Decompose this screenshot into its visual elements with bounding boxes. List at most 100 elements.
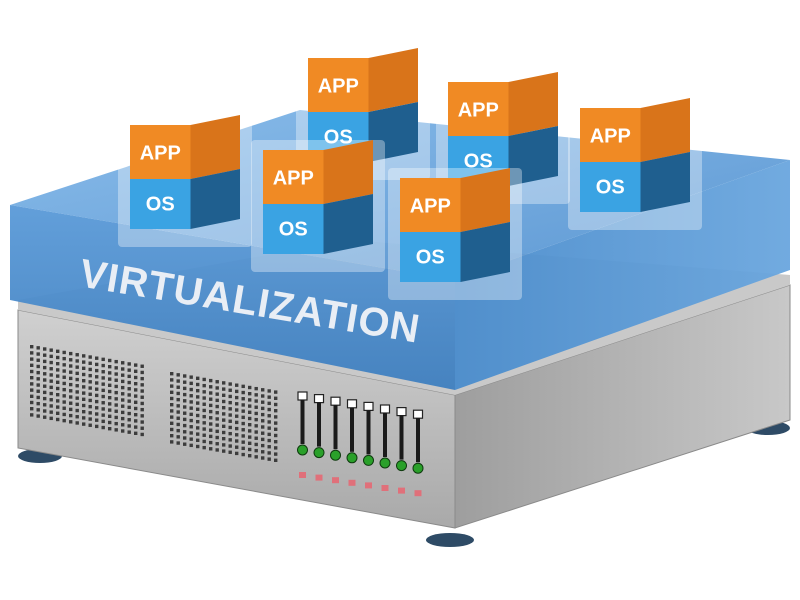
- vent-hole: [261, 431, 265, 435]
- vent-hole: [49, 354, 53, 359]
- vent-hole: [209, 391, 213, 395]
- vent-hole: [189, 387, 193, 392]
- app-layer: [580, 108, 641, 162]
- vent-hole: [241, 428, 245, 432]
- vent-hole: [241, 446, 245, 451]
- vent-hole: [170, 390, 174, 394]
- app-label: APP: [590, 125, 631, 147]
- vent-hole: [170, 403, 174, 407]
- vent-hole: [228, 388, 232, 392]
- vent-hole: [183, 411, 187, 415]
- vent-hole: [127, 424, 131, 428]
- vent-hole: [43, 396, 47, 401]
- vent-hole: [254, 411, 258, 416]
- status-led-red: [348, 479, 356, 486]
- vent-hole: [248, 385, 252, 390]
- vent-hole: [108, 383, 112, 387]
- vent-hole: [88, 361, 92, 365]
- vent-hole: [114, 415, 118, 420]
- vent-hole: [49, 391, 53, 396]
- vent-hole: [88, 373, 92, 378]
- vent-hole: [248, 447, 252, 452]
- vent-hole: [228, 450, 232, 454]
- vent-hole: [69, 395, 73, 399]
- vent-hole: [127, 418, 131, 422]
- vent-hole: [134, 369, 138, 373]
- vent-hole: [241, 421, 245, 426]
- vent-hole: [235, 420, 239, 425]
- vent-hole: [95, 412, 99, 416]
- vent-hole: [108, 396, 112, 400]
- os-label: OS: [146, 193, 175, 215]
- vent-hole: [267, 414, 271, 418]
- vent-hole: [56, 355, 60, 360]
- vent-hole: [49, 348, 53, 352]
- app-label: APP: [318, 75, 359, 97]
- vent-hole: [95, 418, 99, 422]
- vent-hole: [228, 407, 232, 411]
- vent-hole: [75, 359, 79, 363]
- vent-hole: [176, 404, 180, 408]
- vent-hole: [209, 422, 213, 426]
- vent-hole: [82, 422, 86, 426]
- vent-hole: [140, 414, 144, 418]
- vent-hole: [176, 373, 180, 377]
- vent-hole: [170, 409, 174, 413]
- vent-hole: [254, 405, 258, 409]
- vent-hole: [114, 421, 118, 426]
- vent-hole: [127, 387, 131, 391]
- vent-hole: [30, 407, 34, 411]
- vent-hole: [75, 371, 79, 376]
- vent-hole: [267, 407, 271, 412]
- app-layer: [263, 150, 324, 204]
- vent-hole: [101, 370, 105, 374]
- app-layer: [400, 178, 461, 232]
- vent-hole: [241, 452, 245, 457]
- vent-hole: [82, 391, 86, 395]
- vent-hole: [176, 435, 180, 439]
- vent-hole: [114, 372, 118, 376]
- vent-hole: [95, 368, 99, 373]
- vent-hole: [183, 386, 187, 391]
- vent-hole: [261, 443, 265, 448]
- vent-hole: [176, 428, 180, 433]
- vent-hole: [241, 390, 245, 395]
- vent-hole: [56, 374, 60, 378]
- vent-hole: [222, 449, 226, 453]
- vent-hole: [183, 430, 187, 434]
- vent-hole: [183, 374, 187, 378]
- vent-hole: [75, 390, 79, 394]
- vent-hole: [202, 421, 206, 425]
- vent-hole: [267, 395, 271, 399]
- vent-hole: [30, 413, 34, 417]
- vent-hole: [209, 385, 213, 389]
- vent-hole: [127, 362, 131, 366]
- vent-hole: [43, 347, 47, 351]
- vent-hole: [75, 415, 79, 419]
- vent-hole: [82, 366, 86, 370]
- os-label: OS: [596, 176, 625, 198]
- vent-hole: [82, 403, 86, 408]
- vent-hole: [95, 387, 99, 391]
- vent-hole: [30, 351, 34, 355]
- vent-hole: [235, 445, 239, 449]
- vent-hole: [75, 421, 79, 425]
- vent-hole: [108, 427, 112, 431]
- vent-hole: [36, 377, 40, 381]
- vent-hole: [189, 406, 193, 410]
- drive-slot: [317, 402, 321, 447]
- vent-hole: [36, 370, 40, 375]
- vent-hole: [62, 350, 66, 355]
- vent-hole: [261, 388, 265, 392]
- drive-slot: [416, 418, 420, 463]
- vent-grille-right: [170, 372, 278, 462]
- vent-hole: [36, 364, 40, 369]
- vent-hole: [134, 382, 138, 386]
- vent-hole: [241, 409, 245, 413]
- drive-bay: [330, 396, 341, 484]
- vent-hole: [267, 389, 271, 393]
- vent-grille-left: [30, 345, 144, 437]
- vent-hole: [134, 406, 138, 411]
- vent-hole: [196, 376, 200, 380]
- os-layer-side: [508, 126, 558, 186]
